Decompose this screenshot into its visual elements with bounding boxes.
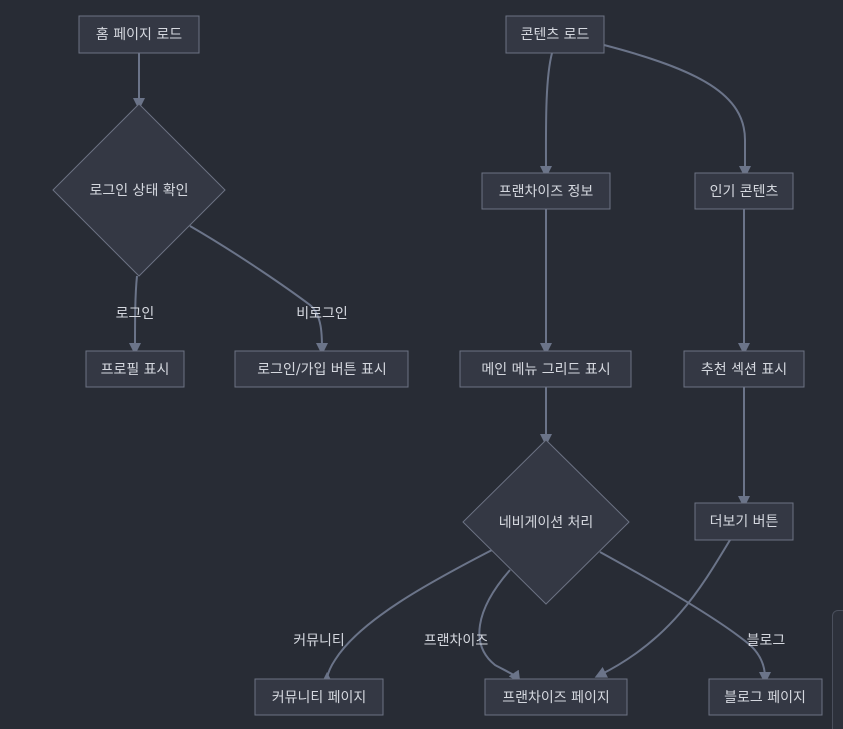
- node-show-login-signup-label: 로그인/가입 버튼 표시: [257, 362, 387, 378]
- edge-label-community: 커뮤니티: [293, 633, 345, 649]
- edge-login-check-to-profile: [129, 275, 142, 355]
- node-community-page-label: 커뮤니티 페이지: [272, 690, 367, 706]
- node-blog-page-label: 블로그 페이지: [724, 690, 806, 706]
- edge-content-load-to-popular: [603, 44, 751, 178]
- node-franchise-info: 프랜차이즈 정보: [481, 172, 611, 210]
- node-home-load-label: 홈 페이지 로드: [96, 27, 182, 43]
- edge-label-franchise: 프랜차이즈: [424, 633, 489, 649]
- edge-content-load-to-franchise-info: [539, 52, 553, 178]
- node-content-load-label: 콘텐츠 로드: [521, 27, 590, 43]
- node-navigation-label: 네비게이션 처리: [499, 515, 594, 531]
- edge-label-login: 로그인: [116, 306, 155, 322]
- node-navigation: 네비게이션 처리: [462, 439, 630, 605]
- node-login-check-label: 로그인 상태 확인: [89, 183, 188, 199]
- edge-more-button-to-franchise-page: [594, 539, 731, 678]
- node-show-profile: 프로필 표시: [85, 350, 185, 388]
- node-recommended-section: 추천 섹션 표시: [683, 350, 805, 388]
- node-content-load: 콘텐츠 로드: [505, 15, 605, 54]
- edge-label-not-login: 비로그인: [296, 306, 348, 322]
- node-blog-page: 블로그 페이지: [708, 678, 823, 716]
- node-login-check: 로그인 상태 확인: [52, 103, 226, 277]
- node-main-menu-grid-label: 메인 메뉴 그리드 표시: [481, 362, 610, 378]
- edge-navigation-to-franchise-page: [478, 569, 521, 683]
- edge-label-blog: 블로그: [747, 633, 786, 649]
- edge-navigation-to-community: [321, 549, 493, 685]
- node-more-button: 더보기 버튼: [694, 502, 794, 541]
- node-home-load: 홈 페이지 로드: [78, 15, 200, 54]
- node-main-menu-grid: 메인 메뉴 그리드 표시: [459, 350, 632, 388]
- node-more-button-label: 더보기 버튼: [710, 514, 779, 530]
- node-franchise-page-label: 프랜차이즈 페이지: [502, 690, 610, 706]
- node-franchise-info-label: 프랜차이즈 정보: [499, 184, 594, 200]
- node-franchise-page: 프랜차이즈 페이지: [484, 678, 628, 716]
- node-show-login-signup: 로그인/가입 버튼 표시: [234, 350, 409, 388]
- node-popular-content-label: 인기 콘텐츠: [710, 184, 779, 200]
- node-recommended-section-label: 추천 섹션 표시: [701, 362, 787, 378]
- node-community-page: 커뮤니티 페이지: [254, 678, 384, 716]
- edge-navigation-to-blog: [599, 551, 771, 684]
- side-panel-edge: [832, 610, 843, 729]
- node-show-profile-label: 프로필 표시: [101, 362, 170, 378]
- edge-login-check-to-login-signup: [189, 225, 328, 355]
- node-popular-content: 인기 콘텐츠: [694, 172, 794, 210]
